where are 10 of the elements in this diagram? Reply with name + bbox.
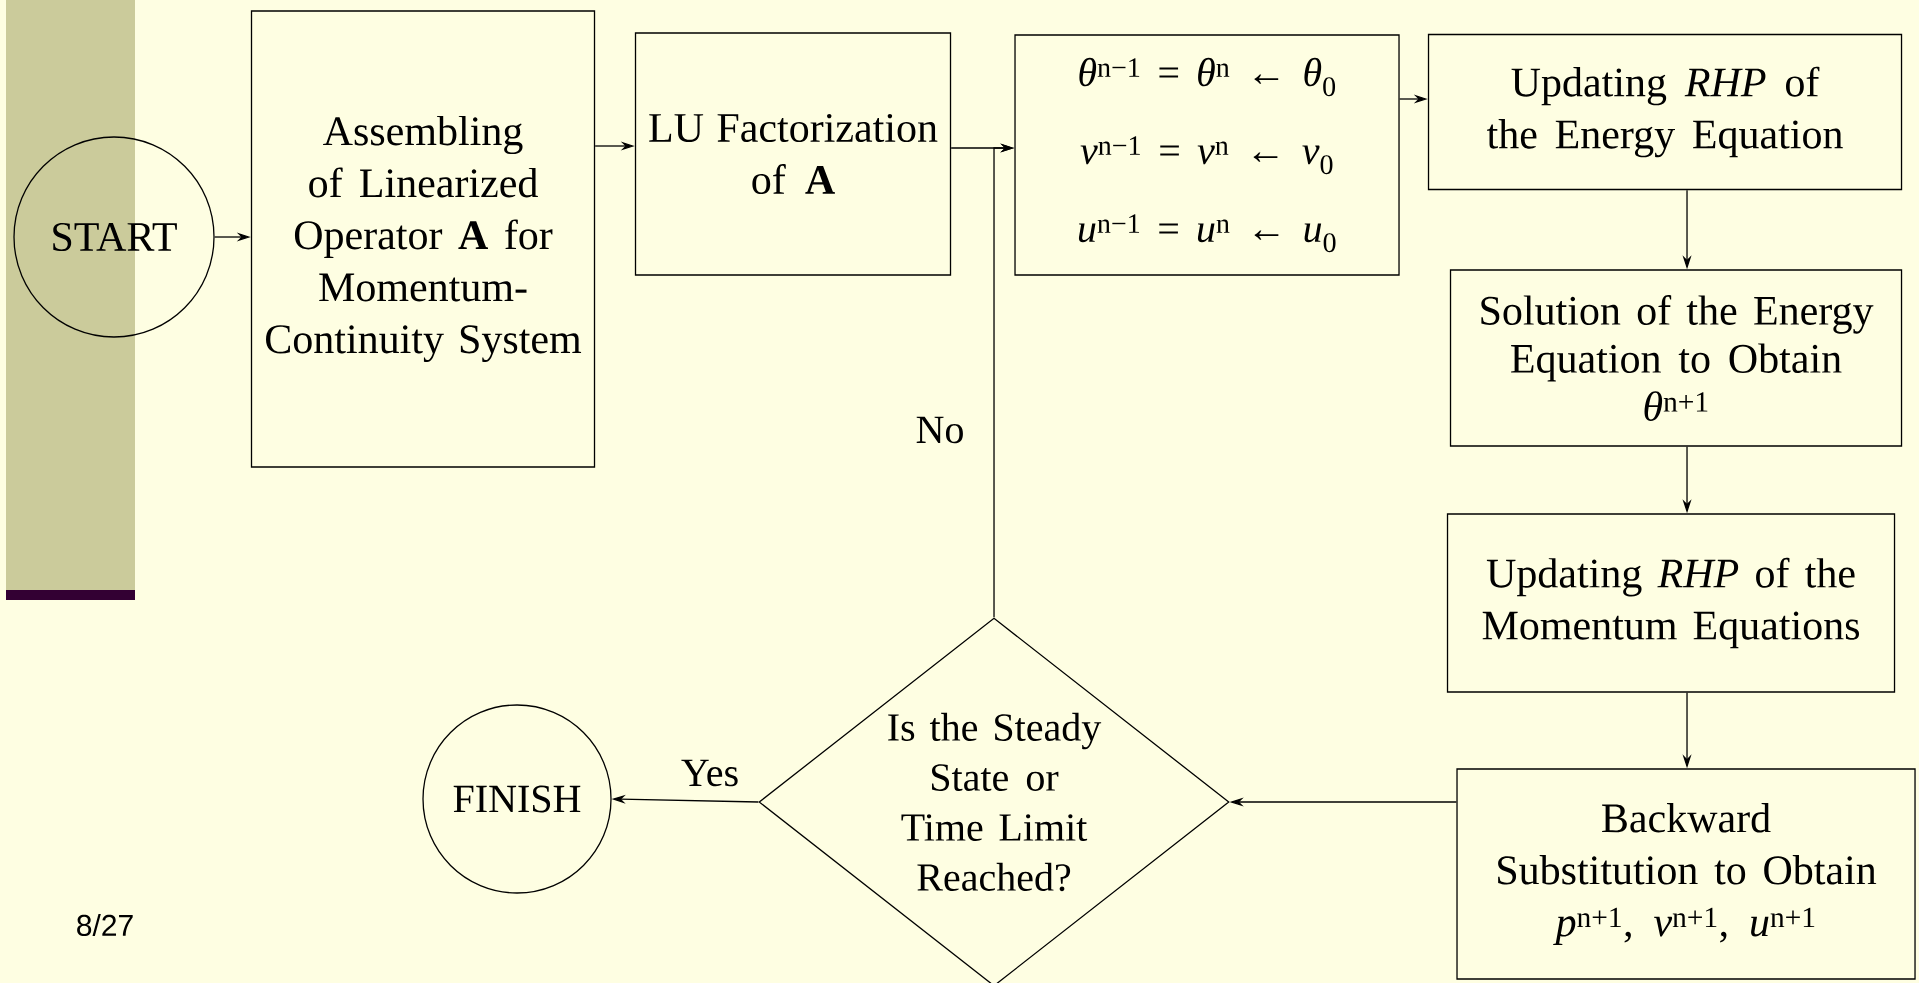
process-box: Updating RHP of the Momentum Equations <box>1446 513 1896 693</box>
process-box: Assembling of Linearized Operator A for Momentum-Continuity System <box>250 10 596 468</box>
edge-label: No <box>913 414 967 446</box>
process-box: Solution of the Energy Equation to Obtain θ$^{n+1}$ <box>1449 269 1903 447</box>
page-number: 8/27 <box>77 914 133 937</box>
process-box: Backward Substitution to Obtain p$^{n+1}$, v$^{n+1}$, u$^{n+1}$ <box>1456 768 1916 980</box>
process-box: Updating RHP of the Energy Equation <box>1427 33 1903 191</box>
edge-label: Yes <box>678 757 742 789</box>
process-box: LU Factorization of A <box>634 32 952 276</box>
process-box: θ$^{n−1}$ = θ$^{n}$ ← θ$_{0}$ v$^{n−1}$ = v$^{n}$ ← v$_{0}$ u$^{n−1}$ = u$^{n}$ ← u$_{0}$ <box>1014 34 1400 276</box>
